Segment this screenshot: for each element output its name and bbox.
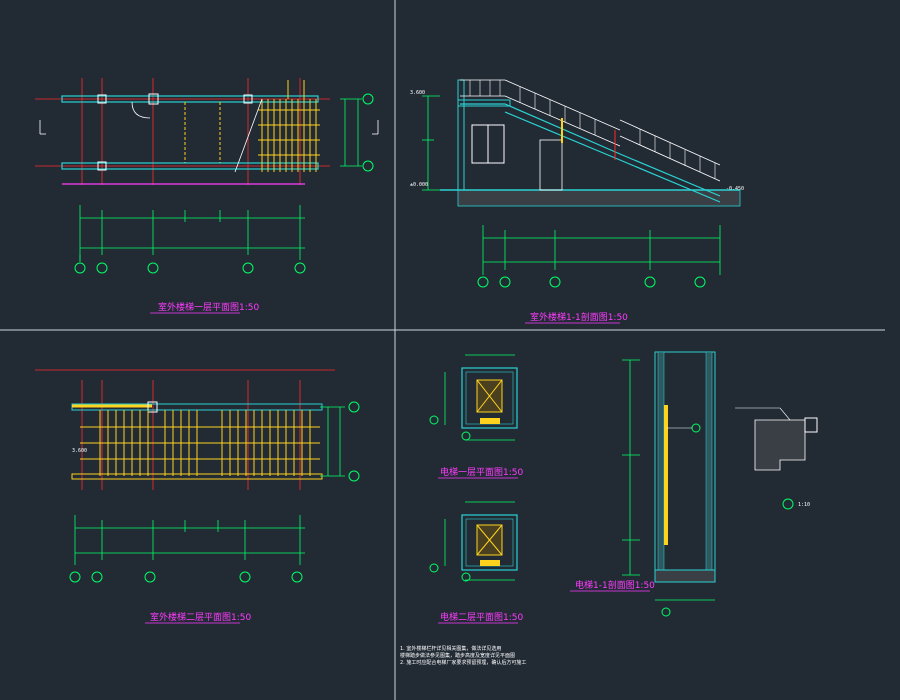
note-3: 2. 施工时应配合电梯厂家要求预留预埋，确认后方可施工: [400, 659, 526, 666]
level-top: 3.600: [410, 90, 425, 96]
level-second-floor: 3.600: [72, 448, 87, 454]
title-elevator-first-floor: 电梯一层平面图1:50: [440, 466, 523, 478]
note-2: 楼梯踏步做法参见图集，踏步高度及宽度详见平面图: [400, 652, 515, 659]
title-stair-first-floor: 室外楼梯一层平面图1:50: [158, 301, 259, 313]
panel-elevator: 电梯一层平面图1:50 电梯二层平面图1:50: [400, 351, 818, 666]
title-stair-section: 室外楼梯1-1剖面图1:50: [530, 311, 628, 323]
panel-stair-second-floor-plan: 3.600 室外楼梯二层平面图1:50: [35, 369, 360, 624]
title-stair-second-floor: 室外楼梯二层平面图1:50: [150, 611, 251, 623]
panel-stair-section: 3.600 ±0.000 -0.450 室外楼梯1-1剖面图1:50: [410, 79, 744, 324]
level-ground: ±0.000: [410, 182, 428, 188]
title-elevator-section: 电梯1-1剖面图1:50: [575, 579, 655, 591]
detail-scale: 1:10: [798, 502, 810, 508]
note-1: 1. 室外楼梯栏杆详见相关图集，做法详见选用: [400, 645, 501, 652]
panel-stair-first-floor-plan: 室外楼梯一层平面图1:50: [35, 78, 379, 314]
level-right: -0.450: [726, 186, 744, 192]
title-elevator-second-floor: 电梯二层平面图1:50: [440, 611, 523, 623]
